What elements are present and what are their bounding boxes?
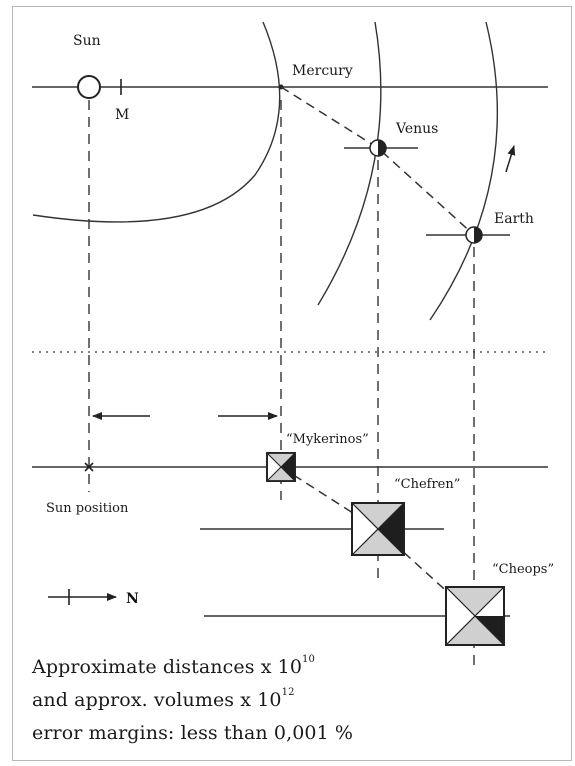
mercury-orbit [32, 21, 281, 223]
caption-line-1-text: Approximate distances x 10 [32, 656, 303, 678]
chefren-pyramid [351, 502, 405, 556]
mykerinos-pyramid [266, 452, 296, 482]
label-north: N [126, 591, 139, 607]
cheops-pyramid [445, 586, 505, 646]
label-sun-marker: M [115, 107, 129, 123]
caption-line-2-text: and approx. volumes x 10 [32, 689, 282, 711]
north-arrow-icon [48, 589, 117, 605]
caption-line-1: Approximate distances x 1010 [32, 653, 315, 678]
orbit-direction-arrow [505, 145, 516, 173]
label-cheops: “Cheops” [492, 562, 554, 577]
label-earth: Earth [494, 211, 534, 227]
earth-symbol-dark [474, 227, 482, 243]
sun-position-mark [84, 462, 94, 472]
caption-line-2: and approx. volumes x 1012 [32, 686, 295, 711]
label-chefren: “Chefren” [394, 477, 460, 492]
caption-line-3: error margins: less than 0,001 % [32, 722, 353, 744]
venus-orbit [317, 21, 382, 306]
earth-orbit [429, 21, 499, 321]
caption-line-3-text: error margins: less than 0,001 % [32, 722, 354, 744]
planet-alignment-line [280, 86, 475, 236]
label-venus: Venus [395, 121, 438, 137]
sun-symbol [77, 75, 101, 99]
pyramid-alignment-line [280, 466, 475, 617]
caption-line-2-exponent: 12 [281, 686, 295, 698]
venus-symbol-dark [378, 140, 386, 156]
label-sun: Sun [73, 33, 101, 49]
label-sun-position: Sun position [46, 501, 129, 516]
caption-line-1-exponent: 10 [302, 653, 315, 665]
label-mykerinos: “Mykerinos” [286, 432, 369, 447]
label-mercury: Mercury [292, 63, 353, 79]
